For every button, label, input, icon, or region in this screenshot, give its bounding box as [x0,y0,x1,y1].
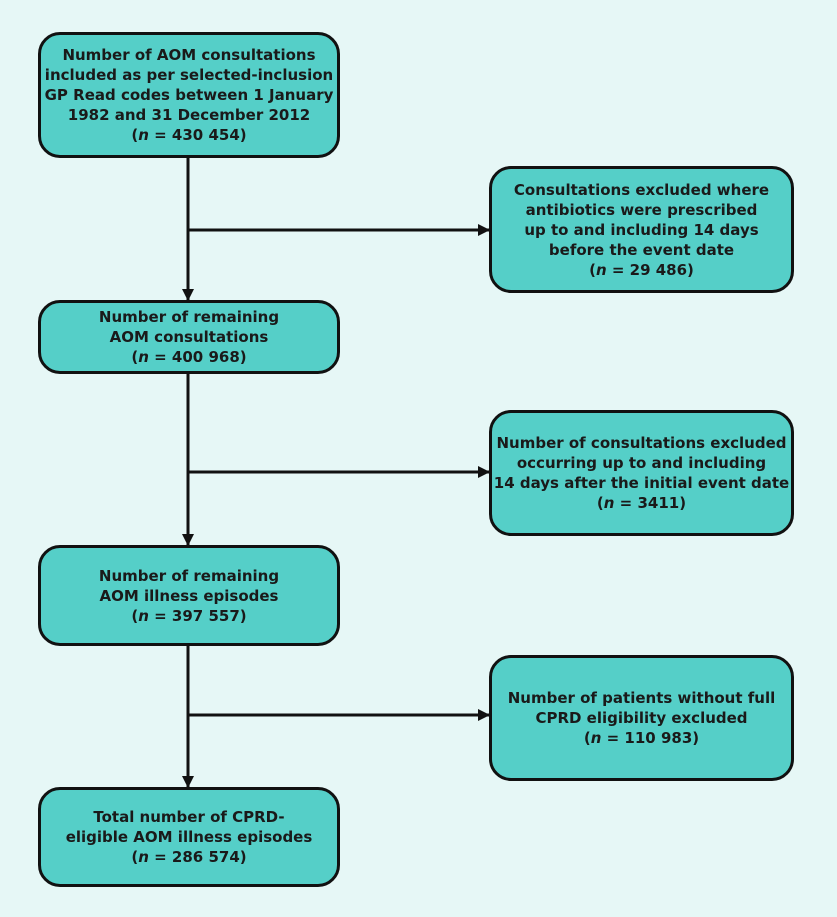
box-antibiotics-excluded: Consultations excluded where antibiotics… [489,166,794,293]
box-text-line: Consultations excluded where [513,180,770,199]
box-count: (n = 400 968) [131,348,247,366]
box-count: (n = 110 983) [583,729,700,747]
box-aom-consultations-included: Number of AOM consultations included as … [38,32,340,158]
box-text-line: AOM illness episodes [99,586,279,605]
box-text-line: Number of AOM consultations [62,46,316,64]
box-text-line: up to and including 14 days [524,220,759,239]
box-followup-consultations-excluded: Number of consultations excluded occurri… [489,410,794,536]
box-text-line: eligible AOM illness episodes [65,828,313,846]
box-count: (n = 430 454) [131,126,247,144]
box-text-line: Number of remaining [98,566,280,585]
box-count: (n = 3411) [596,494,687,512]
box-text-line: Total number of CPRD- [93,808,285,826]
box-patients-eligibility-excluded: Number of patients without full CPRD eli… [489,655,794,781]
box-text-line: CPRD eligibility excluded [535,709,748,727]
box-count: (n = 286 574) [131,848,247,866]
box-text-line: 14 days after the initial event date [493,474,790,492]
box-text-line: included as per selected-inclusion [44,66,334,84]
box-text-line: occurring up to and including [516,454,767,472]
box-text-line: AOM consultations [109,328,269,346]
box-text-line: Number of patients without full [507,689,776,707]
box-count: (n = 29 486) [589,260,694,279]
box-total-eligible-episodes: Total number of CPRD- eligible AOM illne… [38,787,340,887]
box-remaining-illness-episodes: Number of remaining AOM illness episodes… [38,545,340,646]
box-remaining-consultations: Number of remaining AOM consultations (n… [38,300,340,374]
box-text-line: GP Read codes between 1 January [44,86,334,104]
box-count: (n = 397 557) [131,606,247,625]
box-text-line: 1982 and 31 December 2012 [67,106,311,124]
box-text-line: Number of consultations excluded [496,434,787,452]
box-text-line: Number of remaining [98,308,280,326]
box-text-line: antibiotics were prescribed [525,200,758,219]
box-text-line: before the event date [548,240,735,259]
